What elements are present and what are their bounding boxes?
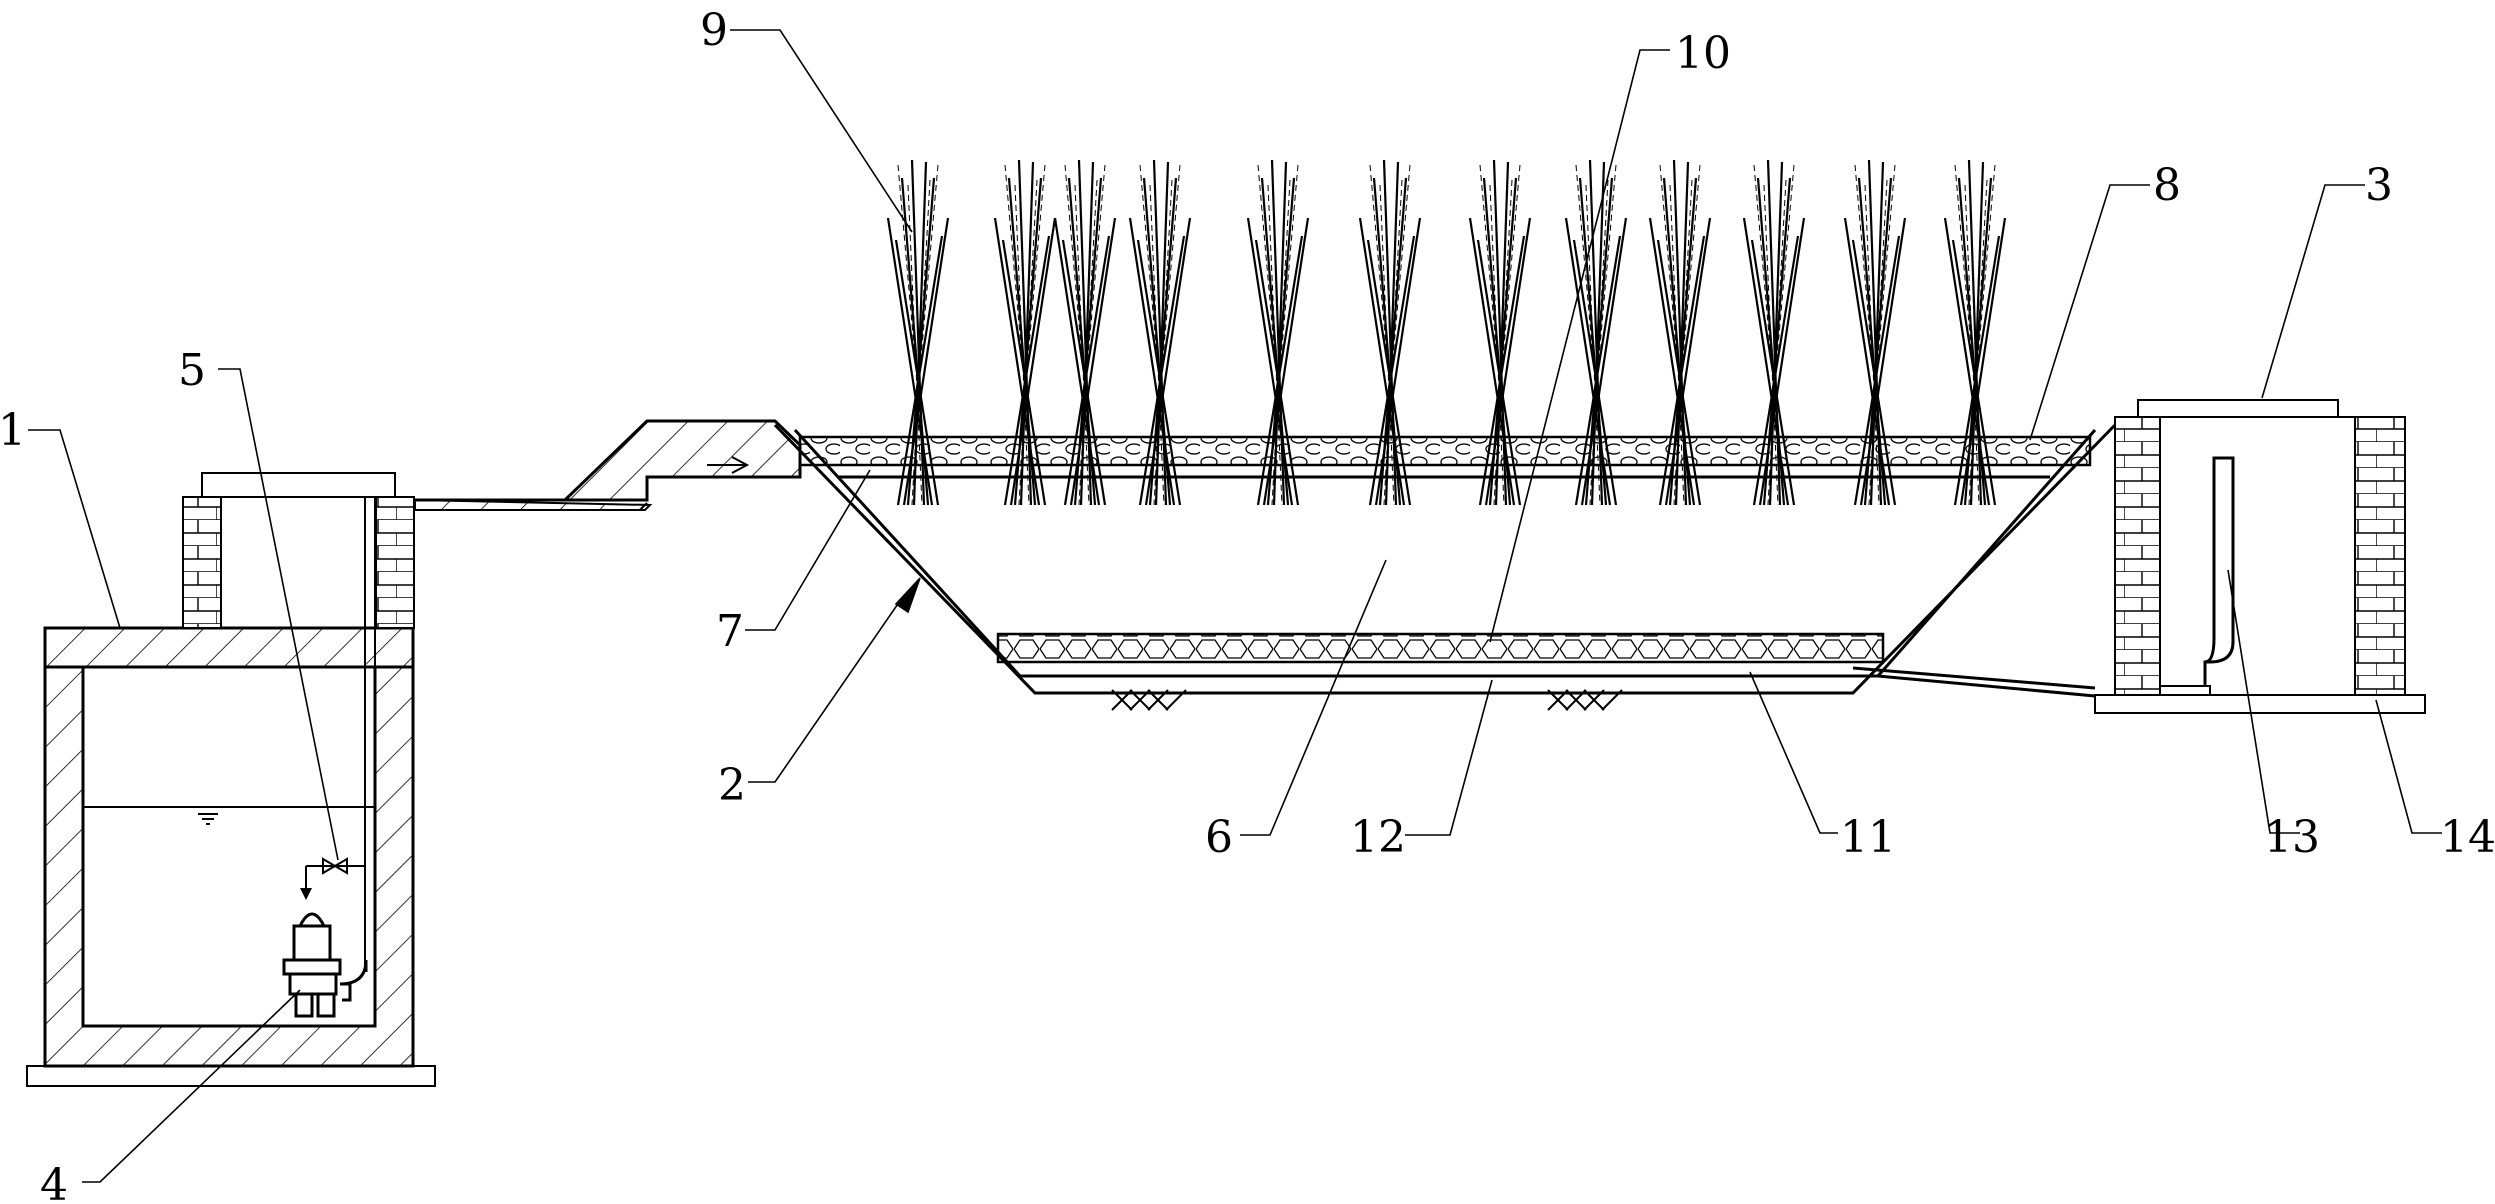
label-7: 7 bbox=[716, 606, 744, 657]
outlet-chamber bbox=[2094, 399, 2426, 714]
flow-arrow bbox=[707, 456, 750, 474]
outlet-chamber-cover bbox=[2137, 399, 2339, 418]
pump-well bbox=[26, 472, 436, 1087]
label-9: 9 bbox=[700, 5, 728, 56]
reed-clump bbox=[1943, 159, 2007, 506]
pump-well-cover bbox=[201, 472, 396, 498]
label-8: 8 bbox=[2153, 160, 2181, 211]
inlet-pipe bbox=[414, 419, 802, 511]
pump-well-brick-riser-right bbox=[375, 496, 415, 629]
reed-clump bbox=[1564, 159, 1628, 506]
reed-clump bbox=[1053, 159, 1117, 506]
reed-clump bbox=[1246, 159, 1310, 506]
leader-lines bbox=[28, 29, 2442, 1183]
label-4: 4 bbox=[40, 1160, 68, 1204]
outlet-chamber-brick-right bbox=[2354, 416, 2406, 696]
reed-clump bbox=[1648, 159, 1712, 506]
pump-well-concrete-walls bbox=[43, 626, 415, 1068]
reed-clump bbox=[886, 159, 950, 506]
label-13: 13 bbox=[2264, 812, 2320, 863]
label-12: 12 bbox=[1350, 812, 1406, 863]
label-5: 5 bbox=[178, 345, 206, 396]
label-6: 6 bbox=[1205, 812, 1233, 863]
pump-well-brick-riser-left bbox=[182, 496, 222, 629]
valve bbox=[300, 857, 365, 900]
label-2: 2 bbox=[718, 760, 746, 811]
reed-clump bbox=[1128, 159, 1192, 506]
top-gravel-layer bbox=[798, 435, 2092, 467]
label-1: 1 bbox=[0, 405, 26, 456]
reed-clump bbox=[993, 159, 1057, 506]
label-14: 14 bbox=[2440, 812, 2495, 863]
wetland-basin bbox=[773, 423, 2117, 711]
reed-clump bbox=[1742, 159, 1806, 506]
callout-labels: 1 2 3 4 5 6 7 8 9 10 11 12 13 14 bbox=[0, 5, 2495, 1204]
reed-clump bbox=[1843, 159, 1907, 506]
outlet-chamber-brick-left bbox=[2114, 416, 2161, 696]
standpipe bbox=[2203, 456, 2235, 695]
pump-well-base-slab bbox=[26, 1065, 436, 1087]
submersible-pump bbox=[282, 912, 368, 1018]
reed-clump bbox=[1358, 159, 1422, 506]
label-3: 3 bbox=[2365, 160, 2393, 211]
ground-marks bbox=[1111, 689, 1623, 711]
water-level-symbol bbox=[198, 813, 218, 825]
reed-plants bbox=[886, 159, 2007, 506]
reed-clump bbox=[1468, 159, 1532, 506]
bottom-media-layer bbox=[996, 632, 1885, 664]
label-11: 11 bbox=[1840, 812, 1896, 863]
label-10: 10 bbox=[1675, 28, 1731, 79]
outlet-chamber-base bbox=[2094, 694, 2426, 714]
